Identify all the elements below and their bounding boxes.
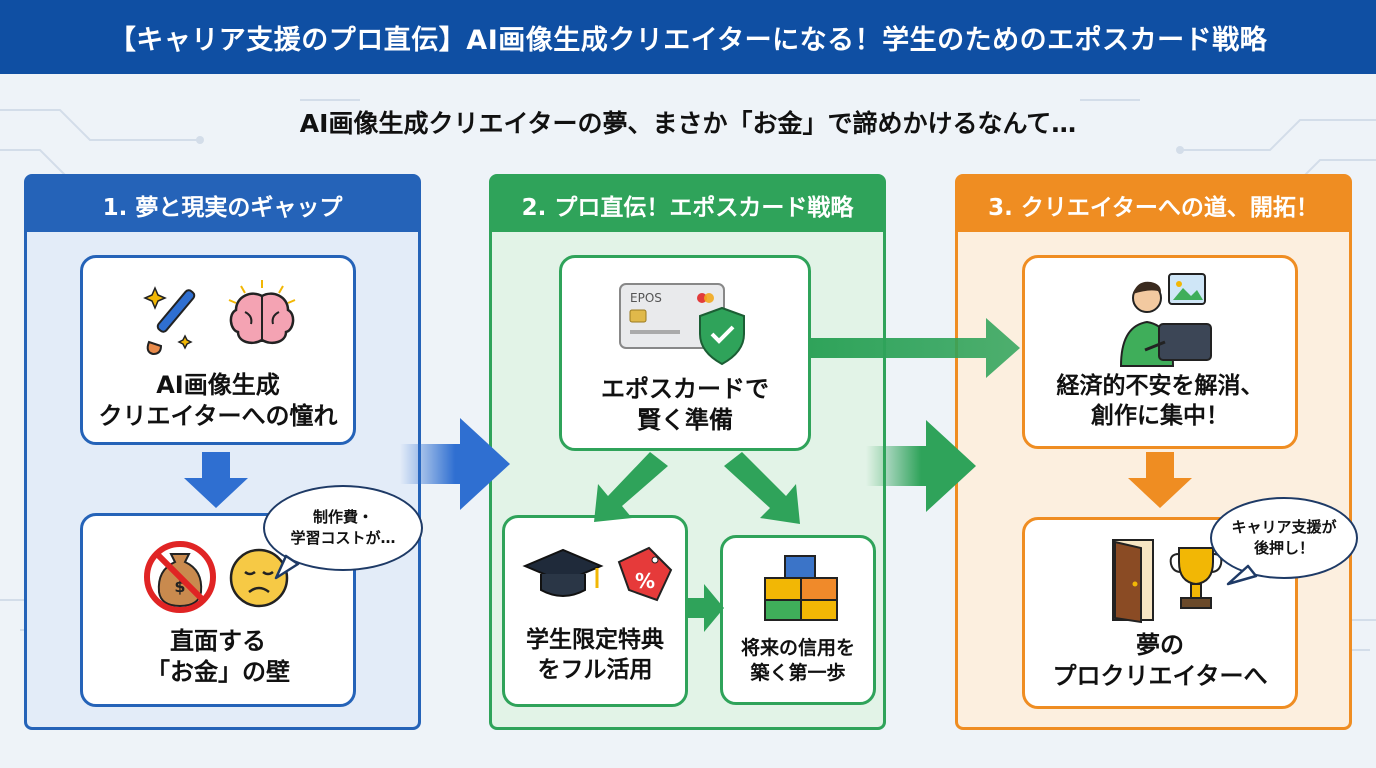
card-focus-line2: 創作に集中！ <box>1091 402 1229 429</box>
support-bubble-line1: キャリア支援が <box>1231 518 1337 536</box>
header-title: 【キャリア支援のプロ直伝】AI画像生成クリエイターになる！学生のためのエポスカー… <box>108 24 1268 56</box>
creator-tablet-icon <box>1119 273 1212 367</box>
panel-creator-path: 3. クリエイターへの道、開拓！ 経済的不安を解消、 創作に集中！ <box>955 174 1358 730</box>
card-money-wall-line2: 「お金」の壁 <box>146 658 290 687</box>
graduation-cap-tag-icon: % <box>522 546 673 602</box>
card-focus-creation: 経済的不安を解消、 創作に集中！ <box>1022 255 1298 449</box>
epos-card-logo: EPOS <box>630 291 662 305</box>
paintbrush-sparkle-icon <box>143 286 196 356</box>
card-credit-line2: 築く第一歩 <box>750 661 846 684</box>
no-money-bag-icon: $ <box>144 541 216 613</box>
door-trophy-icon <box>1112 539 1225 624</box>
card-aspiration-line2: クリエイターへの憧れ <box>98 402 338 431</box>
card-pro-creator-line1: 夢の <box>1136 631 1184 659</box>
building-blocks-icon <box>764 555 838 621</box>
card-student-perks-line1: 学生限定特典 <box>526 627 664 653</box>
card-epos-prep-line1: エポスカードで <box>601 375 769 403</box>
card-money-wall-line1: 直面する <box>170 627 266 655</box>
card-student-perks-line2: をフル活用 <box>537 656 653 683</box>
card-aspiration-line1: AI画像生成 <box>156 371 280 399</box>
panel-epos-strategy: 2. プロ直伝！エポスカード戦略 EPOS エポスカードで 賢く準備 % 学生限… <box>489 174 886 730</box>
page-header: 【キャリア支援のプロ直伝】AI画像生成クリエイターになる！学生のためのエポスカー… <box>0 0 1376 74</box>
card-epos-prep-line2: 賢く準備 <box>637 406 733 435</box>
panel-gap-title: 1. 夢と現実のギャップ <box>27 177 418 232</box>
card-pro-creator-line2: プロクリエイターへ <box>1052 662 1268 691</box>
card-aspiration: AI画像生成 クリエイターへの憧れ <box>80 255 356 445</box>
panel-gap: 1. 夢と現実のギャップ AI画像生成 クリエイターへの憧れ $ <box>24 174 423 730</box>
subtitle: AI画像生成クリエイターの夢、まさか「お金」で諦めかけるなんて… <box>299 109 1077 138</box>
card-student-perks: % 学生限定特典 をフル活用 <box>502 515 688 707</box>
cost-bubble-line2: 学習コストが… <box>290 529 396 547</box>
svg-text:$: $ <box>174 577 185 596</box>
svg-text:%: % <box>635 569 655 593</box>
cost-bubble-line1: 制作費・ <box>312 508 373 526</box>
support-speech-bubble: キャリア支援が 後押し！ <box>1210 497 1358 579</box>
support-bubble-line2: 後押し！ <box>1253 539 1314 557</box>
credit-card-shield-icon: EPOS <box>619 283 745 366</box>
card-epos-prep: EPOS エポスカードで 賢く準備 <box>559 255 811 451</box>
card-credit-line1: 将来の信用を <box>740 637 855 659</box>
card-credit-first-step: 将来の信用を 築く第一歩 <box>720 535 876 705</box>
brain-icon <box>228 280 296 344</box>
panel-epos-title: 2. プロ直伝！エポスカード戦略 <box>492 177 883 232</box>
card-focus-line1: 経済的不安を解消、 <box>1056 373 1264 399</box>
cost-speech-bubble: 制作費・ 学習コストが… <box>263 485 423 571</box>
panel-creator-title: 3. クリエイターへの道、開拓！ <box>958 177 1349 232</box>
